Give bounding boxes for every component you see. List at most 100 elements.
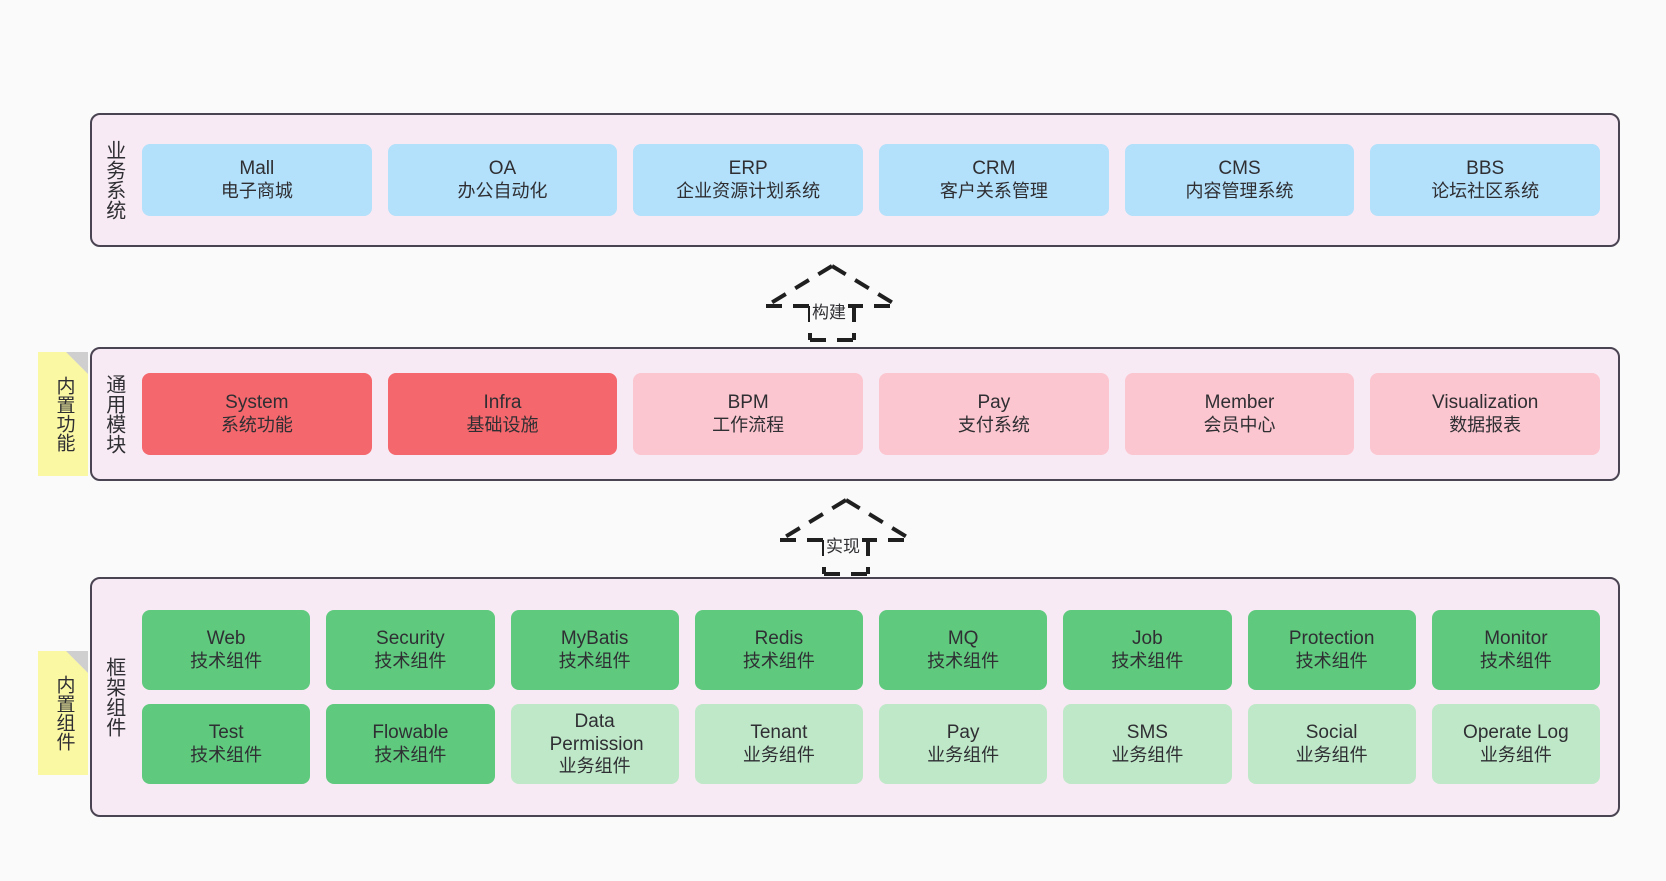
card-title: Operate Log: [1463, 722, 1569, 744]
card-title: BBS: [1466, 158, 1505, 180]
card-subtitle: 基础设施: [466, 414, 539, 435]
component-card-security[interactable]: Security 技术组件: [326, 610, 495, 690]
card-title: Tenant: [750, 722, 808, 744]
note-fold-icon: [66, 352, 88, 374]
component-card-monitor[interactable]: Monitor 技术组件: [1431, 610, 1600, 690]
business-card-bbs[interactable]: BBS 论坛社区系统: [1370, 144, 1601, 216]
module-card-bpm[interactable]: BPM 工作流程: [633, 373, 864, 455]
component-card-protection[interactable]: Protection 技术组件: [1247, 610, 1416, 690]
note-fold-icon: [66, 651, 88, 673]
component-card-flowable[interactable]: Flowable 技术组件: [326, 704, 495, 784]
module-card-system[interactable]: System 系统功能: [142, 373, 372, 455]
layer-body-business-systems: Mall 电子商城 OA 办公自动化 ERP 企业资源计划系统 CRM 客户关系…: [134, 115, 1618, 245]
note-builtin-features: 内置功能: [38, 352, 88, 476]
card-subtitle: 技术组件: [742, 650, 815, 671]
card-title: Monitor: [1484, 628, 1548, 650]
card-subtitle: 业务组件: [1111, 744, 1184, 765]
component-card-operate-log[interactable]: Operate Log 业务组件: [1431, 704, 1600, 784]
card-title: Visualization: [1432, 392, 1539, 414]
card-subtitle: 技术组件: [1479, 650, 1552, 671]
module-card-pay[interactable]: Pay 支付系统: [879, 373, 1109, 455]
card-title: Infra: [483, 392, 522, 414]
component-card-mq[interactable]: MQ 技术组件: [879, 610, 1048, 690]
card-subtitle: 支付系统: [957, 414, 1030, 435]
module-card-infra[interactable]: Infra 基础设施: [387, 373, 618, 455]
note-builtin-components: 内置组件: [38, 651, 88, 775]
card-title: Flowable: [372, 722, 449, 744]
card-title: MyBatis: [560, 628, 629, 650]
module-card-member[interactable]: Member 会员中心: [1124, 373, 1355, 455]
card-subtitle: 论坛社区系统: [1431, 180, 1540, 201]
card-subtitle: 业务组件: [558, 756, 631, 777]
card-title: CMS: [1218, 158, 1261, 180]
card-subtitle: 技术组件: [374, 744, 447, 765]
card-subtitle: 业务组件: [1479, 744, 1552, 765]
component-card-mybatis[interactable]: MyBatis 技术组件: [510, 610, 679, 690]
card-title: Test: [208, 722, 244, 744]
card-title: Security: [376, 628, 445, 650]
layer-body-framework-components: Web 技术组件 Security 技术组件 MyBatis 技术组件 Redi…: [134, 579, 1618, 815]
layer-title-framework-components: 框架组件: [102, 657, 125, 737]
card-subtitle: 系统功能: [220, 414, 293, 435]
card-title: ERP: [728, 158, 768, 180]
business-card-cms[interactable]: CMS 内容管理系统: [1124, 144, 1355, 216]
card-subtitle: 技术组件: [927, 650, 1000, 671]
business-card-oa[interactable]: OA 办公自动化: [387, 144, 618, 216]
card-subtitle: 技术组件: [1295, 650, 1368, 671]
card-title: Job: [1132, 628, 1163, 650]
component-card-social[interactable]: Social 业务组件: [1247, 704, 1416, 784]
layer-title-common-modules: 通用模块: [102, 374, 125, 454]
layer-title-business-systems: 业务系统: [102, 140, 125, 220]
card-subtitle: 电子商城: [220, 180, 293, 201]
card-subtitle: 客户关系管理: [939, 180, 1048, 201]
business-card-mall[interactable]: Mall 电子商城: [142, 144, 372, 216]
card-subtitle: 业务组件: [927, 744, 1000, 765]
card-title: Data Permission: [549, 710, 644, 756]
component-card-data-permission[interactable]: Data Permission 业务组件: [510, 704, 679, 784]
card-title: Member: [1204, 392, 1275, 414]
card-title: Mall: [239, 158, 275, 180]
card-title: Social: [1305, 722, 1358, 744]
card-subtitle: 业务组件: [742, 744, 815, 765]
layer-body-common-modules: System 系统功能 Infra 基础设施 BPM 工作流程 Pay 支付系统…: [134, 349, 1618, 479]
card-subtitle: 企业资源计划系统: [676, 180, 821, 201]
card-subtitle: 数据报表: [1449, 414, 1522, 435]
component-card-job[interactable]: Job 技术组件: [1063, 610, 1232, 690]
row: Mall 电子商城 OA 办公自动化 ERP 企业资源计划系统 CRM 客户关系…: [142, 144, 1601, 216]
card-title: BPM: [727, 392, 769, 414]
module-card-visualization[interactable]: Visualization 数据报表: [1370, 373, 1601, 455]
card-subtitle: 技术组件: [558, 650, 631, 671]
row-tech-components: Web 技术组件 Security 技术组件 MyBatis 技术组件 Redi…: [142, 610, 1600, 690]
note-label: 内置组件: [53, 675, 75, 751]
row: System 系统功能 Infra 基础设施 BPM 工作流程 Pay 支付系统…: [142, 373, 1601, 455]
card-title: Pay: [977, 392, 1011, 414]
component-card-redis[interactable]: Redis 技术组件: [694, 610, 863, 690]
row-business-components: Test 技术组件 Flowable 技术组件 Data Permission …: [142, 704, 1600, 784]
card-title: MQ: [947, 628, 979, 650]
card-subtitle: 内容管理系统: [1185, 180, 1294, 201]
card-title: System: [225, 392, 289, 414]
card-subtitle: 技术组件: [1111, 650, 1184, 671]
component-card-pay[interactable]: Pay 业务组件: [879, 704, 1048, 784]
connector-build: 构建: [762, 262, 902, 342]
card-subtitle: 技术组件: [374, 650, 447, 671]
card-title: CRM: [972, 158, 1016, 180]
business-card-crm[interactable]: CRM 客户关系管理: [879, 144, 1109, 216]
connector-label-implement: 实现: [824, 532, 862, 557]
component-card-test[interactable]: Test 技术组件: [142, 704, 311, 784]
card-subtitle: 技术组件: [190, 650, 263, 671]
connector-implement: 实现: [776, 496, 916, 576]
card-title: Pay: [946, 722, 980, 744]
component-card-tenant[interactable]: Tenant 业务组件: [694, 704, 863, 784]
layer-business-systems: 业务系统 Mall 电子商城 OA 办公自动化 ERP 企业资源计划系统 CRM…: [90, 113, 1620, 247]
note-label: 内置功能: [53, 376, 75, 452]
component-card-sms[interactable]: SMS 业务组件: [1063, 704, 1232, 784]
card-title: SMS: [1126, 722, 1168, 744]
layer-framework-components: 框架组件 Web 技术组件 Security 技术组件 MyBatis 技术组件…: [90, 577, 1620, 817]
card-subtitle: 会员中心: [1203, 414, 1276, 435]
layer-common-modules: 通用模块 System 系统功能 Infra 基础设施 BPM 工作流程 Pay…: [90, 347, 1620, 481]
business-card-erp[interactable]: ERP 企业资源计划系统: [633, 144, 864, 216]
component-card-web[interactable]: Web 技术组件: [142, 610, 311, 690]
card-title: Redis: [754, 628, 804, 650]
